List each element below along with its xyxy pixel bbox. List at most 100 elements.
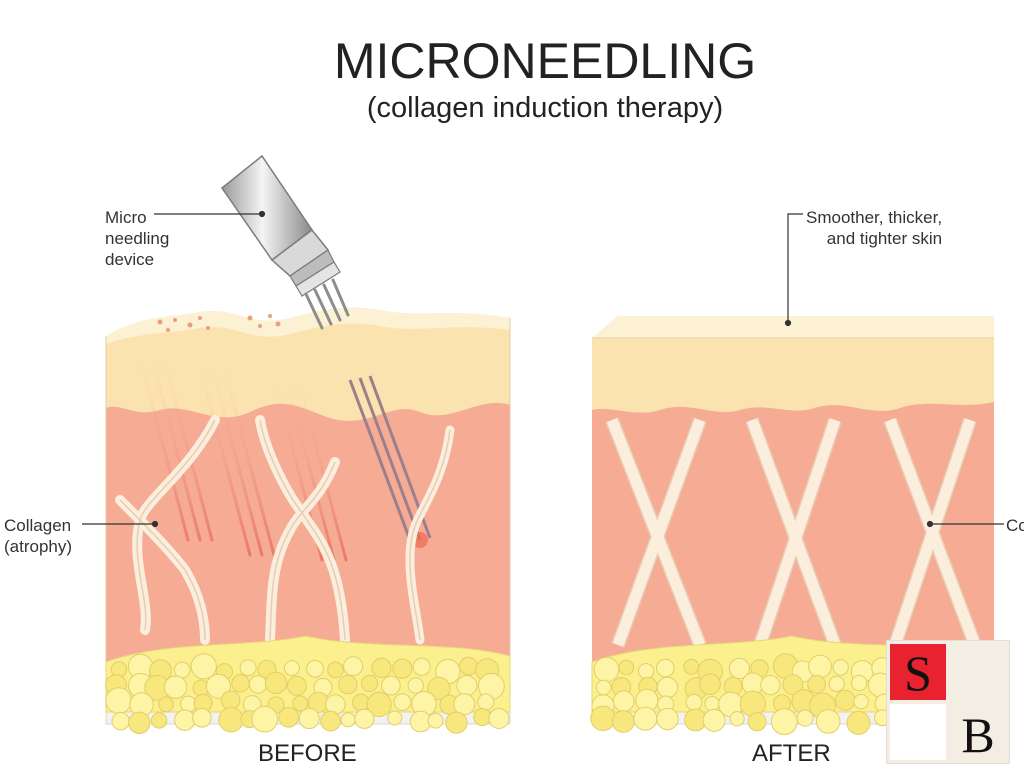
fat-cell (340, 712, 356, 728)
fat-cell (807, 674, 826, 694)
fat-cell (796, 709, 814, 727)
fat-cell (278, 707, 300, 728)
fat-cell (739, 690, 766, 717)
fat-cell (456, 675, 478, 696)
fat-cell (656, 676, 679, 699)
label-collagen-after: Co (1006, 516, 1024, 535)
fat-cell (306, 659, 324, 678)
fat-cell (834, 689, 856, 711)
fat-cell (473, 708, 492, 727)
fat-cell (851, 674, 868, 692)
fat-cell (239, 659, 257, 677)
brand-logo: S B (886, 640, 1010, 764)
fat-cell (453, 693, 476, 716)
fat-cell (173, 661, 191, 679)
label-collagen-atrophy: Collagen (atrophy) (4, 515, 72, 557)
logo-white-square (890, 704, 946, 760)
label-collagen-line2: (atrophy) (4, 537, 73, 556)
fat-cell (656, 707, 679, 731)
fat-cell (283, 660, 300, 677)
fat-cell (174, 709, 196, 731)
fat-cell (412, 657, 431, 676)
fat-cell (218, 707, 244, 733)
fat-cell (190, 653, 217, 680)
fat-cell (354, 708, 375, 729)
fat-cell (704, 695, 720, 712)
fat-cell (815, 709, 841, 734)
fat-cell (393, 693, 412, 711)
fat-cell (327, 661, 344, 679)
before-skin-block (105, 307, 511, 734)
fat-cell (459, 656, 478, 676)
fat-cell (488, 708, 510, 729)
fat-cell (656, 658, 675, 678)
before-collagen-outline (119, 419, 451, 641)
fat-cell (352, 693, 370, 712)
logo-letter-s: S (904, 645, 932, 701)
fat-cell (320, 710, 342, 732)
label-skin-line2: and tighter skin (826, 229, 943, 248)
fat-cell (205, 673, 231, 699)
fat-cell (163, 675, 188, 699)
fat-cell (613, 690, 635, 713)
fat-cell (828, 675, 845, 693)
fat-cell (192, 708, 212, 728)
fat-cell (150, 712, 168, 729)
before-fat-layer (105, 635, 511, 734)
fat-cell (381, 675, 401, 696)
label-device: Micro needling device (105, 207, 169, 270)
fat-cell (286, 675, 307, 696)
fat-cell (427, 676, 451, 701)
fat-cell (699, 673, 721, 695)
fat-cell (361, 674, 379, 693)
fat-cell (220, 690, 241, 711)
before-needle-channels (136, 348, 348, 562)
fat-cell (729, 711, 745, 727)
fat-cell (264, 671, 288, 695)
fat-cell (593, 656, 620, 683)
fat-cell (105, 687, 132, 714)
fat-cell (782, 674, 804, 696)
fat-cell (747, 712, 767, 732)
fat-cell (685, 693, 703, 711)
fat-cell (251, 705, 279, 733)
fat-cell (683, 658, 700, 675)
caption-before: BEFORE (258, 740, 357, 767)
diagram-subtitle: (collagen induction therapy) (366, 92, 724, 124)
fat-cell (808, 654, 832, 679)
fat-cell (445, 711, 468, 734)
fat-cell (248, 675, 268, 694)
fat-cell (638, 663, 655, 680)
fat-cell (366, 691, 392, 718)
fat-cell (760, 675, 781, 696)
label-device-line3: device (105, 250, 155, 269)
label-collagen-line1: Collagen (4, 516, 72, 535)
fat-cell (387, 710, 403, 726)
fat-cell (338, 674, 358, 695)
fat-cell (846, 710, 871, 735)
leader-lines (82, 210, 1004, 528)
before-surface-pores (157, 314, 281, 332)
fat-cell (853, 693, 869, 710)
microneedling-device (220, 154, 350, 330)
fat-cell (728, 657, 751, 680)
logo-accent-square (890, 644, 946, 700)
diagram-title: MICRONEEDLING (333, 33, 757, 89)
fat-cell (298, 707, 320, 730)
after-collagen-fibers (605, 417, 982, 648)
before-surface (106, 307, 510, 344)
caption-after: AFTER (752, 740, 831, 767)
fat-cell (590, 705, 616, 731)
fat-cell (343, 656, 364, 677)
label-device-line1: Micro (105, 208, 147, 227)
fat-cell (427, 712, 444, 729)
fat-cell (407, 677, 424, 694)
fat-cell (128, 711, 151, 734)
fat-cell (595, 679, 612, 696)
fat-cell (231, 674, 250, 693)
label-skin-line1: Smoother, thicker, (806, 208, 943, 227)
fat-cell (702, 708, 726, 732)
fat-cell (832, 659, 849, 676)
